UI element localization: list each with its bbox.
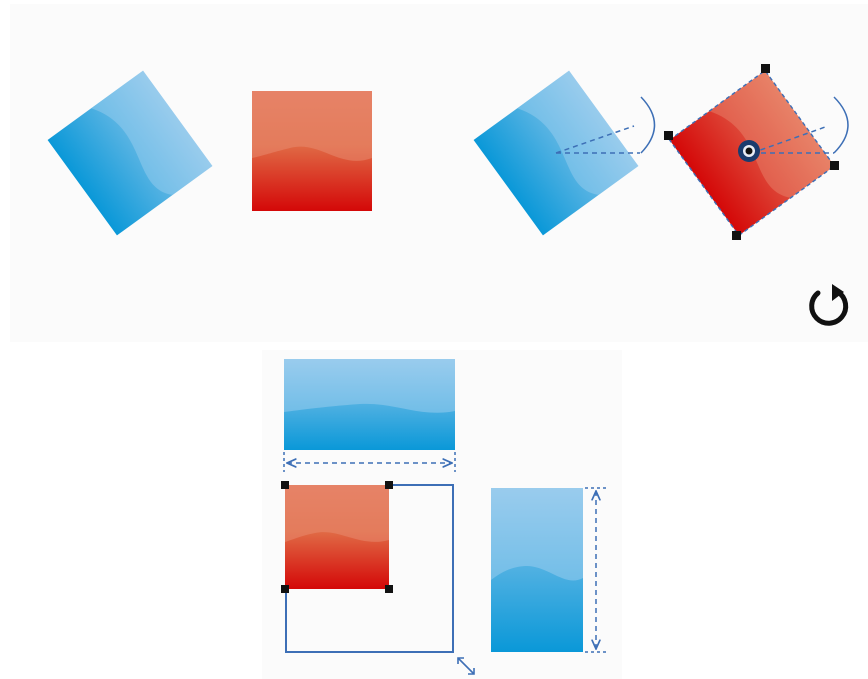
height-dimension-arrow xyxy=(585,488,608,652)
rotated-blue-square-with-guide xyxy=(474,71,655,236)
stretched-blue-tall-rectangle xyxy=(491,488,583,652)
rotated-blue-square xyxy=(48,71,213,236)
scaled-red-square[interactable] xyxy=(281,481,453,652)
width-dimension-arrow xyxy=(284,452,455,472)
rotated-red-square-selected[interactable] xyxy=(664,64,848,240)
stretched-blue-rectangle xyxy=(284,359,455,450)
rotation-center-pivot[interactable] xyxy=(738,140,760,162)
rotate-icon[interactable] xyxy=(812,284,846,323)
red-square xyxy=(252,91,372,211)
resize-diagonal-icon[interactable] xyxy=(458,658,474,674)
